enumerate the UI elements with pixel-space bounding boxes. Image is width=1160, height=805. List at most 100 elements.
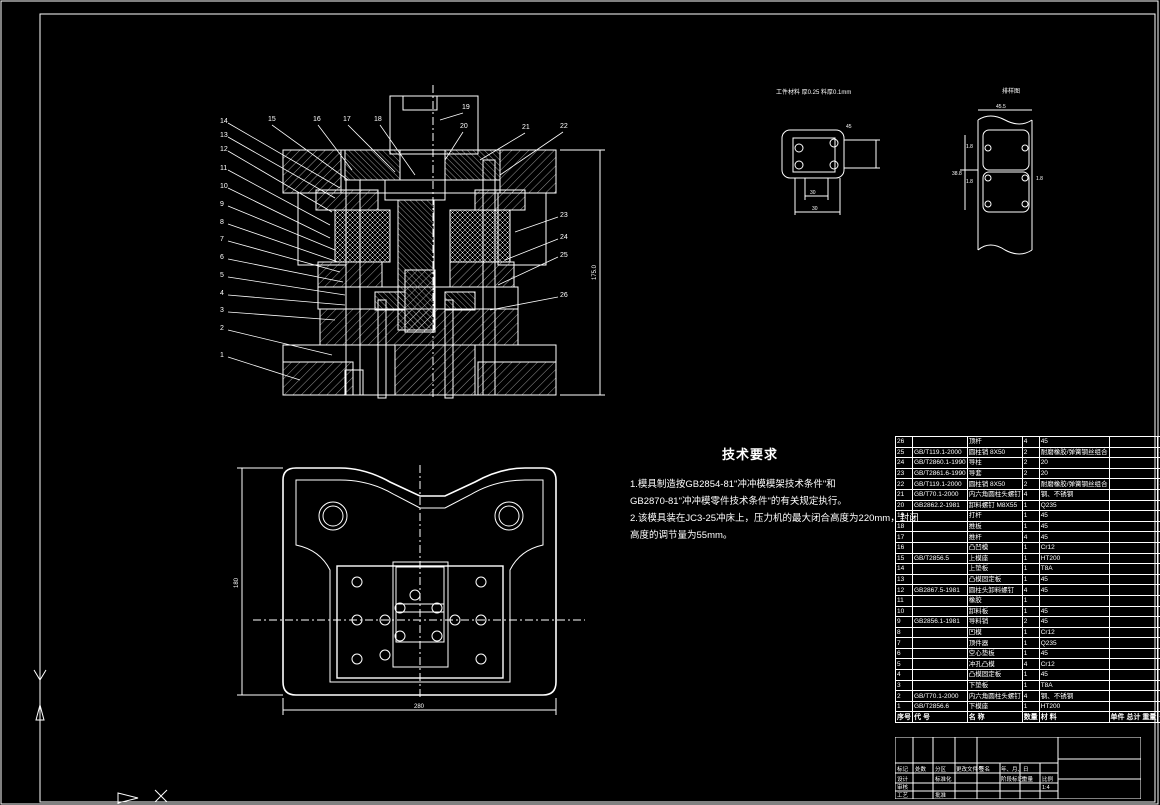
title-block-cell: 工艺 [897,792,909,799]
bom-cell: 14 [895,563,913,575]
bom-cell: 2 [1021,616,1040,628]
bom-cell: Q235 [1038,637,1110,649]
bom-cell [1108,584,1159,596]
bom-cell: 1 [1021,647,1040,660]
bom-cell: 4 [1021,658,1040,671]
bom-cell: 26 [895,436,913,448]
bom-cell: 21 [895,488,913,501]
bom-cell: 4 [1021,436,1040,448]
height-dimension: 175.0 [592,264,598,280]
bom-cell [1108,669,1159,681]
part-number-label: 3 [220,307,224,314]
bom-cell: 20 [895,499,913,512]
bom-header-cell: 序号 [895,711,913,724]
bom-cell [1108,510,1159,522]
bom-cell: 17 [895,531,913,543]
strip-view-label: 排样图 [1002,87,1020,95]
bom-cell: 凸模固定板 [966,573,1023,586]
bom-cell [1157,488,1160,501]
bom-cell: 3 [895,679,913,692]
bom-cell [1108,690,1159,702]
part-number-label: 24 [560,234,568,241]
part-number-label: 8 [220,219,224,226]
bom-cell [1108,541,1159,554]
bom-cell: 2 [1021,467,1040,480]
part-number-label: 5 [220,272,224,279]
title-block-cell: 重量 [1022,775,1034,783]
bom-cell: 卸料板 [966,605,1023,618]
part-number-label: 10 [220,183,228,190]
bom-cell: 打杆 [966,510,1023,522]
bom-cell: 19 [895,510,913,522]
bom-cell: 25 [895,446,913,459]
bom-cell [1108,700,1159,713]
bom-cell: GB2856.1-1981 [912,616,968,628]
bom-cell: GB/T2856.5 [912,552,968,565]
title-block-cell: 比例 [1042,775,1054,783]
title-block-cell: 阶段标记 [1001,775,1024,783]
part-number-label: 11 [220,165,227,172]
plan-view [237,465,585,715]
bom-cell [1108,531,1159,543]
bom-cell: 15 [895,552,913,565]
bom-cell: T8A [1038,679,1110,692]
bom-cell: 4 [1021,584,1040,596]
bom-cell [1108,637,1159,649]
section-view [227,85,605,400]
bom-cell [1108,499,1159,512]
dimension-label: 38.8 [952,171,962,177]
bom-cell: 45 [1038,647,1110,660]
part-number-label: 4 [220,290,224,297]
tech-requirements-title: 技术要求 [722,447,779,462]
bom-cell: 推杆 [966,531,1023,543]
bom-cell: 45 [1038,584,1110,596]
title-block-cell: 更改文件号 [956,765,984,773]
bom-cell: GB/T2856.6 [912,700,968,713]
title-block-cell: 1:4 [1042,785,1050,791]
bom-cell [1108,552,1159,565]
bom-cell [1157,499,1160,512]
part-number-label: 17 [343,116,351,123]
bom-cell: 45 [1038,510,1110,522]
bom-cell [912,605,968,618]
bom-cell: 45 [1038,520,1110,533]
bom-cell: 1 [1021,637,1040,649]
part-number-label: 12 [220,146,228,153]
bom-cell: 5 [895,658,913,671]
part-number-label: 14 [220,118,228,125]
bom-cell: HT200 [1038,700,1110,713]
dimension-label: 1.8 [1036,176,1043,182]
bom-cell: T8A [1038,563,1110,575]
bom-cell: 内六角圆柱头螺钉 [966,690,1023,702]
bom-cell [912,436,968,448]
part-view-label: 工件材料 厚0.25 料厚0.1mm [776,88,851,96]
part-number-label: 25 [560,252,568,259]
bom-cell: 20 [1038,467,1110,480]
bom-cell: 内六角圆柱头螺钉 [966,488,1023,501]
bom-cell [1108,573,1159,586]
bom-cell [1108,658,1159,671]
bom-cell: 23 [895,467,913,480]
bom-cell [1108,563,1159,575]
bom-cell [1038,594,1110,607]
bom-cell: GB/T2860.1-1990 [912,457,968,469]
dimension-label: 1.8 [966,144,973,150]
plan-height-dim: 180 [234,577,240,588]
bom-cell: GB/T2861.6-1990 [912,467,968,480]
part-number-label: 23 [560,212,568,219]
bom-cell: 22 [895,478,913,490]
bom-cell: 橡胶 [966,594,1023,607]
title-block-cell: 分区 [935,765,947,773]
bom-cell [1108,594,1159,607]
bom-cell: GB/T70.1-2000 [912,488,968,501]
bom-cell: 圆柱销 8X50 [966,446,1023,459]
